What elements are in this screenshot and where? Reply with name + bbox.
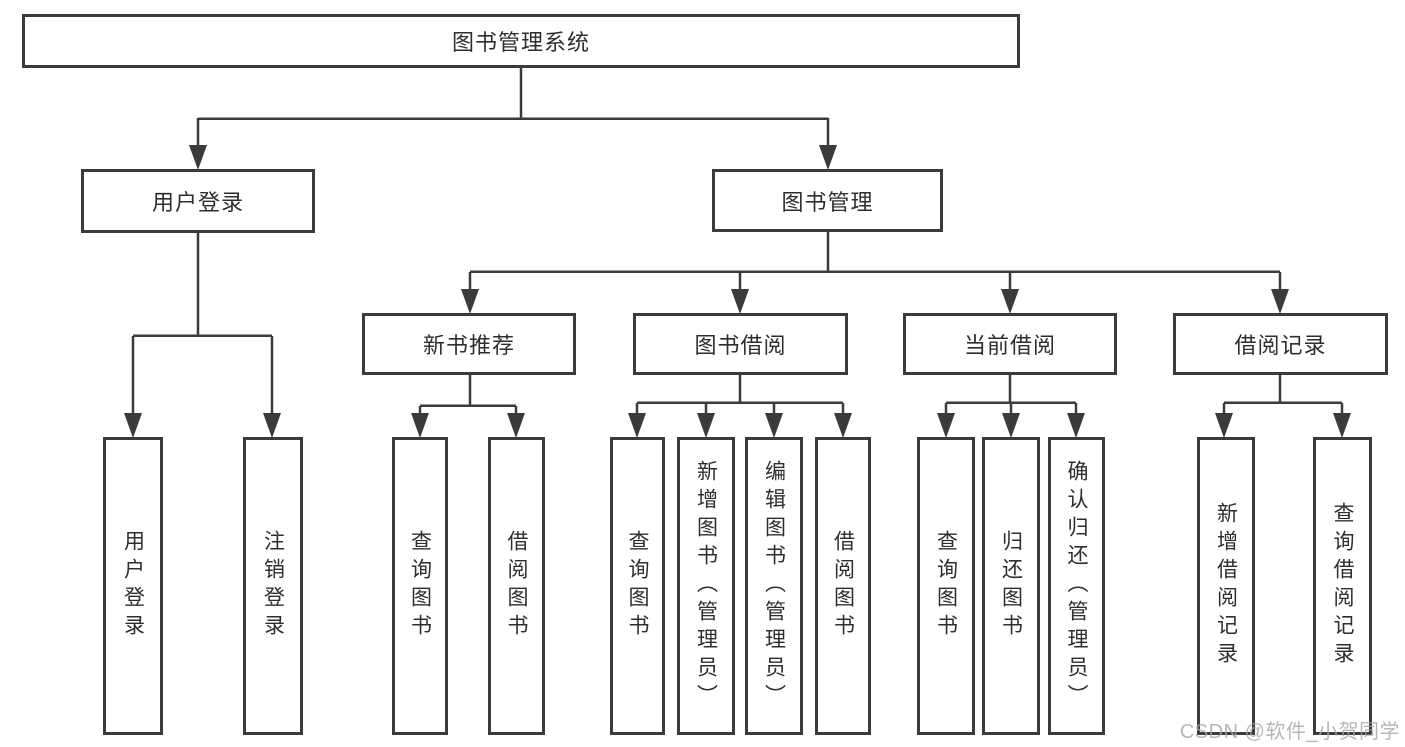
node-label: 注销登录: [261, 530, 285, 642]
node-label: 用户登录: [151, 190, 244, 215]
node-label: 归还图书: [999, 530, 1023, 642]
leaf-recommend-borrow-books: 借阅图书: [488, 437, 545, 735]
leaf-borrowing-edit-books-admin: 编辑图书（管理员）: [745, 437, 803, 735]
node-library-management-system: 图书管理系统: [22, 14, 1020, 68]
arrowhead: [628, 413, 646, 438]
leaf-borrowing-borrow-books: 借阅图书: [815, 437, 871, 735]
arrowhead: [1215, 413, 1233, 438]
arrowhead: [1002, 413, 1020, 438]
node-label: 图书管理: [781, 189, 874, 215]
arrowhead: [507, 413, 525, 438]
node-current-borrowing: 当前借阅: [903, 313, 1117, 375]
arrowhead: [1067, 413, 1085, 438]
csdn-watermark: CSDN @软件_小贺同学: [1179, 721, 1400, 743]
node-label: 确认归还（管理员）: [1065, 460, 1088, 712]
arrowhead: [834, 413, 852, 438]
node-label: 查询图书: [408, 530, 432, 642]
node-label: 新增图书（管理员）: [694, 460, 718, 712]
node-label: 用户登录: [121, 530, 145, 642]
arrowhead: [1333, 413, 1351, 438]
node-label: 新增借阅记录: [1214, 502, 1238, 670]
leaf-current-query-books: 查询图书: [917, 437, 975, 735]
node-user-login: 用户登录: [81, 169, 315, 233]
node-label: 借阅图书: [831, 530, 855, 642]
node-book-borrowing: 图书借阅: [633, 313, 848, 375]
leaf-current-return-books: 归还图书: [982, 437, 1040, 735]
node-borrowing-records: 借阅记录: [1173, 313, 1388, 375]
arrowhead: [263, 413, 281, 438]
arrowhead: [461, 289, 479, 314]
arrowhead: [731, 289, 749, 314]
node-label: 查询借阅记录: [1331, 502, 1354, 670]
node-label: 查询图书: [934, 530, 958, 642]
node-label: 图书管理系统: [451, 30, 590, 55]
arrowhead: [1001, 289, 1019, 314]
node-label: 借阅图书: [505, 530, 528, 642]
arrowhead: [189, 145, 207, 170]
leaf-borrowing-query-books: 查询图书: [610, 437, 665, 735]
leaf-current-confirm-return-admin: 确认归还（管理员）: [1048, 437, 1105, 735]
leaf-records-add-record: 新增借阅记录: [1197, 437, 1255, 735]
leaf-borrowing-add-books-admin: 新增图书（管理员）: [677, 437, 735, 735]
arrowhead: [765, 413, 783, 438]
arrowhead: [937, 413, 955, 438]
node-label: 编辑图书（管理员）: [762, 460, 786, 712]
leaf-records-query-record: 查询借阅记录: [1313, 437, 1372, 735]
arrowhead: [124, 413, 142, 438]
node-new-book-recommend: 新书推荐: [362, 313, 576, 375]
leaf-recommend-query-books: 查询图书: [392, 437, 448, 735]
node-label: 查询图书: [626, 530, 649, 642]
node-label: 图书借阅: [694, 333, 787, 358]
arrowhead: [1271, 289, 1289, 314]
leaf-user-login: 用户登录: [103, 437, 163, 735]
arrowhead: [411, 413, 429, 438]
node-label: 新书推荐: [422, 333, 515, 358]
leaf-logout: 注销登录: [243, 437, 303, 735]
arrowhead: [819, 145, 837, 170]
node-book-management: 图书管理: [712, 169, 943, 232]
node-label: 当前借阅: [963, 333, 1056, 358]
node-label: 借阅记录: [1234, 333, 1327, 358]
arrowhead: [697, 413, 715, 438]
